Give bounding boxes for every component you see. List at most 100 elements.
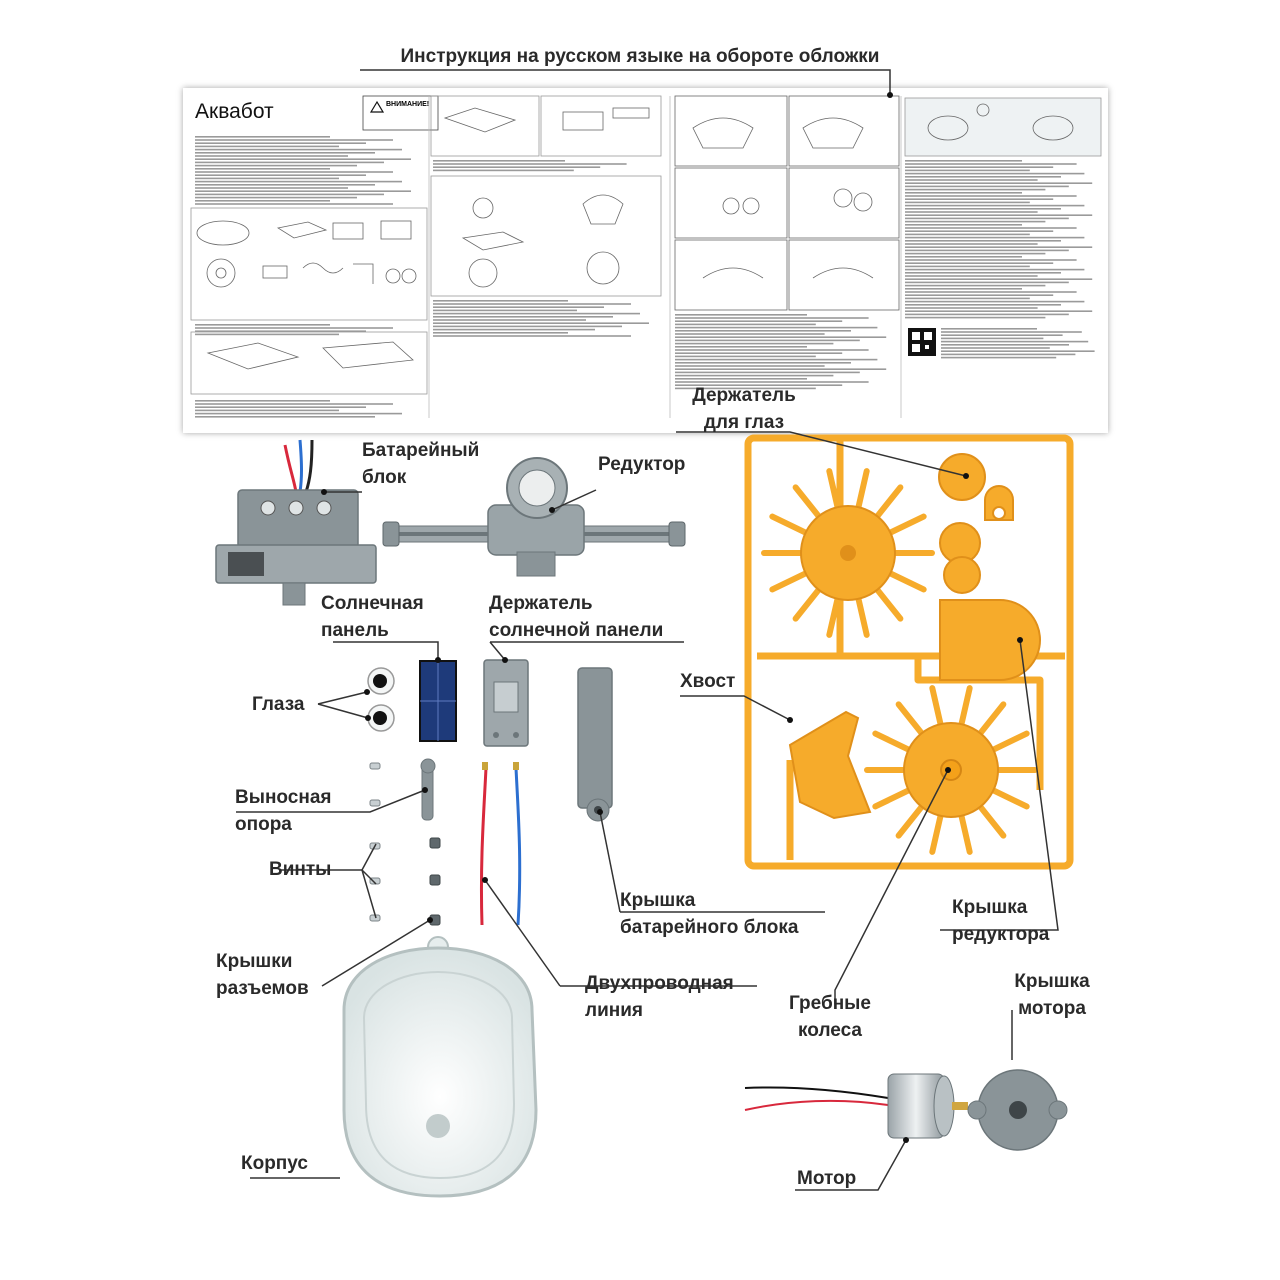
label-outrigger: Выносная опора <box>235 787 332 835</box>
body-shell-part <box>342 936 538 1198</box>
sheet-text-line <box>905 310 1093 312</box>
sheet-text-line <box>905 220 1046 223</box>
connector-caps-part <box>429 837 441 926</box>
motor-cover-part <box>967 1069 1068 1151</box>
sheet-text-line <box>905 243 1038 245</box>
sheet-text-line <box>905 307 1038 309</box>
paddle-wheel-top <box>761 468 935 638</box>
sheet-text-line <box>905 281 1069 284</box>
sheet-text-line <box>195 171 393 173</box>
sheet-text-line <box>195 327 393 329</box>
sheet-text-line <box>905 233 1030 236</box>
sheet-text-line <box>675 378 807 380</box>
sheet-text-line <box>941 337 1044 340</box>
sheet-text-line <box>675 371 860 374</box>
sheet-text-line <box>905 176 1061 178</box>
sheet-text-line <box>905 185 1069 188</box>
sheet-text-line <box>195 193 384 196</box>
sheet-text-line <box>433 160 565 162</box>
sheet-text-line <box>941 347 1050 349</box>
sheet-text-line <box>195 416 375 418</box>
label-gearbox-cover: Крышка редуктора <box>952 897 1050 945</box>
sheet-text-line <box>433 303 631 305</box>
sheet-text-line <box>905 256 1022 258</box>
sheet-text-line <box>195 187 348 189</box>
sheet-text-line <box>433 163 627 165</box>
sheet-text-line <box>675 381 869 383</box>
sheet-text-line <box>433 312 640 315</box>
sheet-text-line <box>905 204 1085 207</box>
sheet-text-line <box>433 166 601 168</box>
sheet-text-line <box>675 365 825 367</box>
sheet-text-line <box>195 161 384 164</box>
sheet-text-line <box>195 330 366 332</box>
sheet-text-line <box>433 322 649 324</box>
sheet-text-line <box>195 196 357 199</box>
sheet-text-line <box>905 288 1022 290</box>
label-solar-holder: Держатель солнечной панели <box>489 593 664 641</box>
sheet-text-line <box>905 211 1038 213</box>
sheet-text-line <box>675 339 860 342</box>
sheet-text-line <box>675 342 834 345</box>
sheet-text-line <box>905 214 1093 216</box>
sheet-text-line <box>195 164 357 167</box>
sheet-text-line <box>905 259 1077 261</box>
sheet-text-line <box>941 353 1076 356</box>
sheet-text-line <box>905 230 1054 232</box>
sheet-text-line <box>195 180 402 183</box>
sheet-text-line <box>195 152 375 154</box>
tail-part <box>788 710 872 820</box>
sheet-text-line <box>675 346 807 348</box>
sheet-text-line <box>905 240 1061 242</box>
sheet-text-line <box>905 160 1022 162</box>
sheet-text-line <box>905 166 1054 168</box>
sheet-text-line <box>433 335 631 337</box>
sheet-text-line <box>675 317 869 319</box>
sheet-text-line <box>675 323 816 326</box>
sheet-content: ВНИМАНИЕ! <box>190 95 1102 418</box>
sheet-text-line <box>195 136 330 138</box>
sheet-text-line <box>905 192 1022 194</box>
sheet-warning: ВНИМАНИЕ! <box>386 101 429 108</box>
instruction-sheet: Аквабот ВНИМАНИЕ! <box>183 88 1108 433</box>
leader-lines <box>236 69 1059 1191</box>
sheet-text-line <box>675 330 851 332</box>
label-battery-block: Батарейный блок <box>362 440 480 488</box>
sheet-text-line <box>905 208 1061 210</box>
label-body: Корпус <box>241 1153 308 1174</box>
gearbox-cover-part <box>939 599 1041 681</box>
battery-cover-part <box>577 667 613 822</box>
sheet-text-line <box>941 356 1057 359</box>
motor-part <box>744 1073 968 1139</box>
sheet-text-line <box>905 262 1054 264</box>
label-two-wire: Двухпроводная линия <box>585 973 734 1021</box>
sheet-text-line <box>433 319 586 321</box>
sheet-text-line <box>905 246 1093 248</box>
label-paddle-wheels: Гребные колеса <box>789 993 871 1041</box>
sheet-text-line <box>195 139 393 141</box>
battery-block-part <box>215 439 377 606</box>
sheet-text-line <box>941 328 1037 330</box>
qr-code-icon <box>908 328 936 356</box>
sheet-text-line <box>433 306 604 308</box>
sheet-text-line <box>675 314 807 316</box>
sheet-text-line <box>905 252 1046 255</box>
sheet-text-line <box>433 300 568 302</box>
sheet-text-lines <box>195 136 1095 418</box>
sheet-text-line <box>195 406 366 408</box>
sheet-text-line <box>433 169 574 172</box>
sheet-text-line <box>675 384 843 386</box>
sheet-text-line <box>905 291 1077 293</box>
sheet-text-line <box>195 412 402 415</box>
sheet-text-line <box>905 217 1069 220</box>
sheet-text-line <box>675 355 816 358</box>
gearbox-part <box>382 457 686 577</box>
sheet-text-line <box>905 195 1077 197</box>
sheet-text-line <box>675 333 825 335</box>
sheet-text-line <box>675 336 887 338</box>
sheet-text-line <box>195 200 330 202</box>
sheet-text-line <box>905 297 1030 300</box>
sheet-text-line <box>941 331 1082 333</box>
label-eye-holder: Держатель для глаз <box>692 385 796 433</box>
sheet-text-line <box>195 145 339 148</box>
